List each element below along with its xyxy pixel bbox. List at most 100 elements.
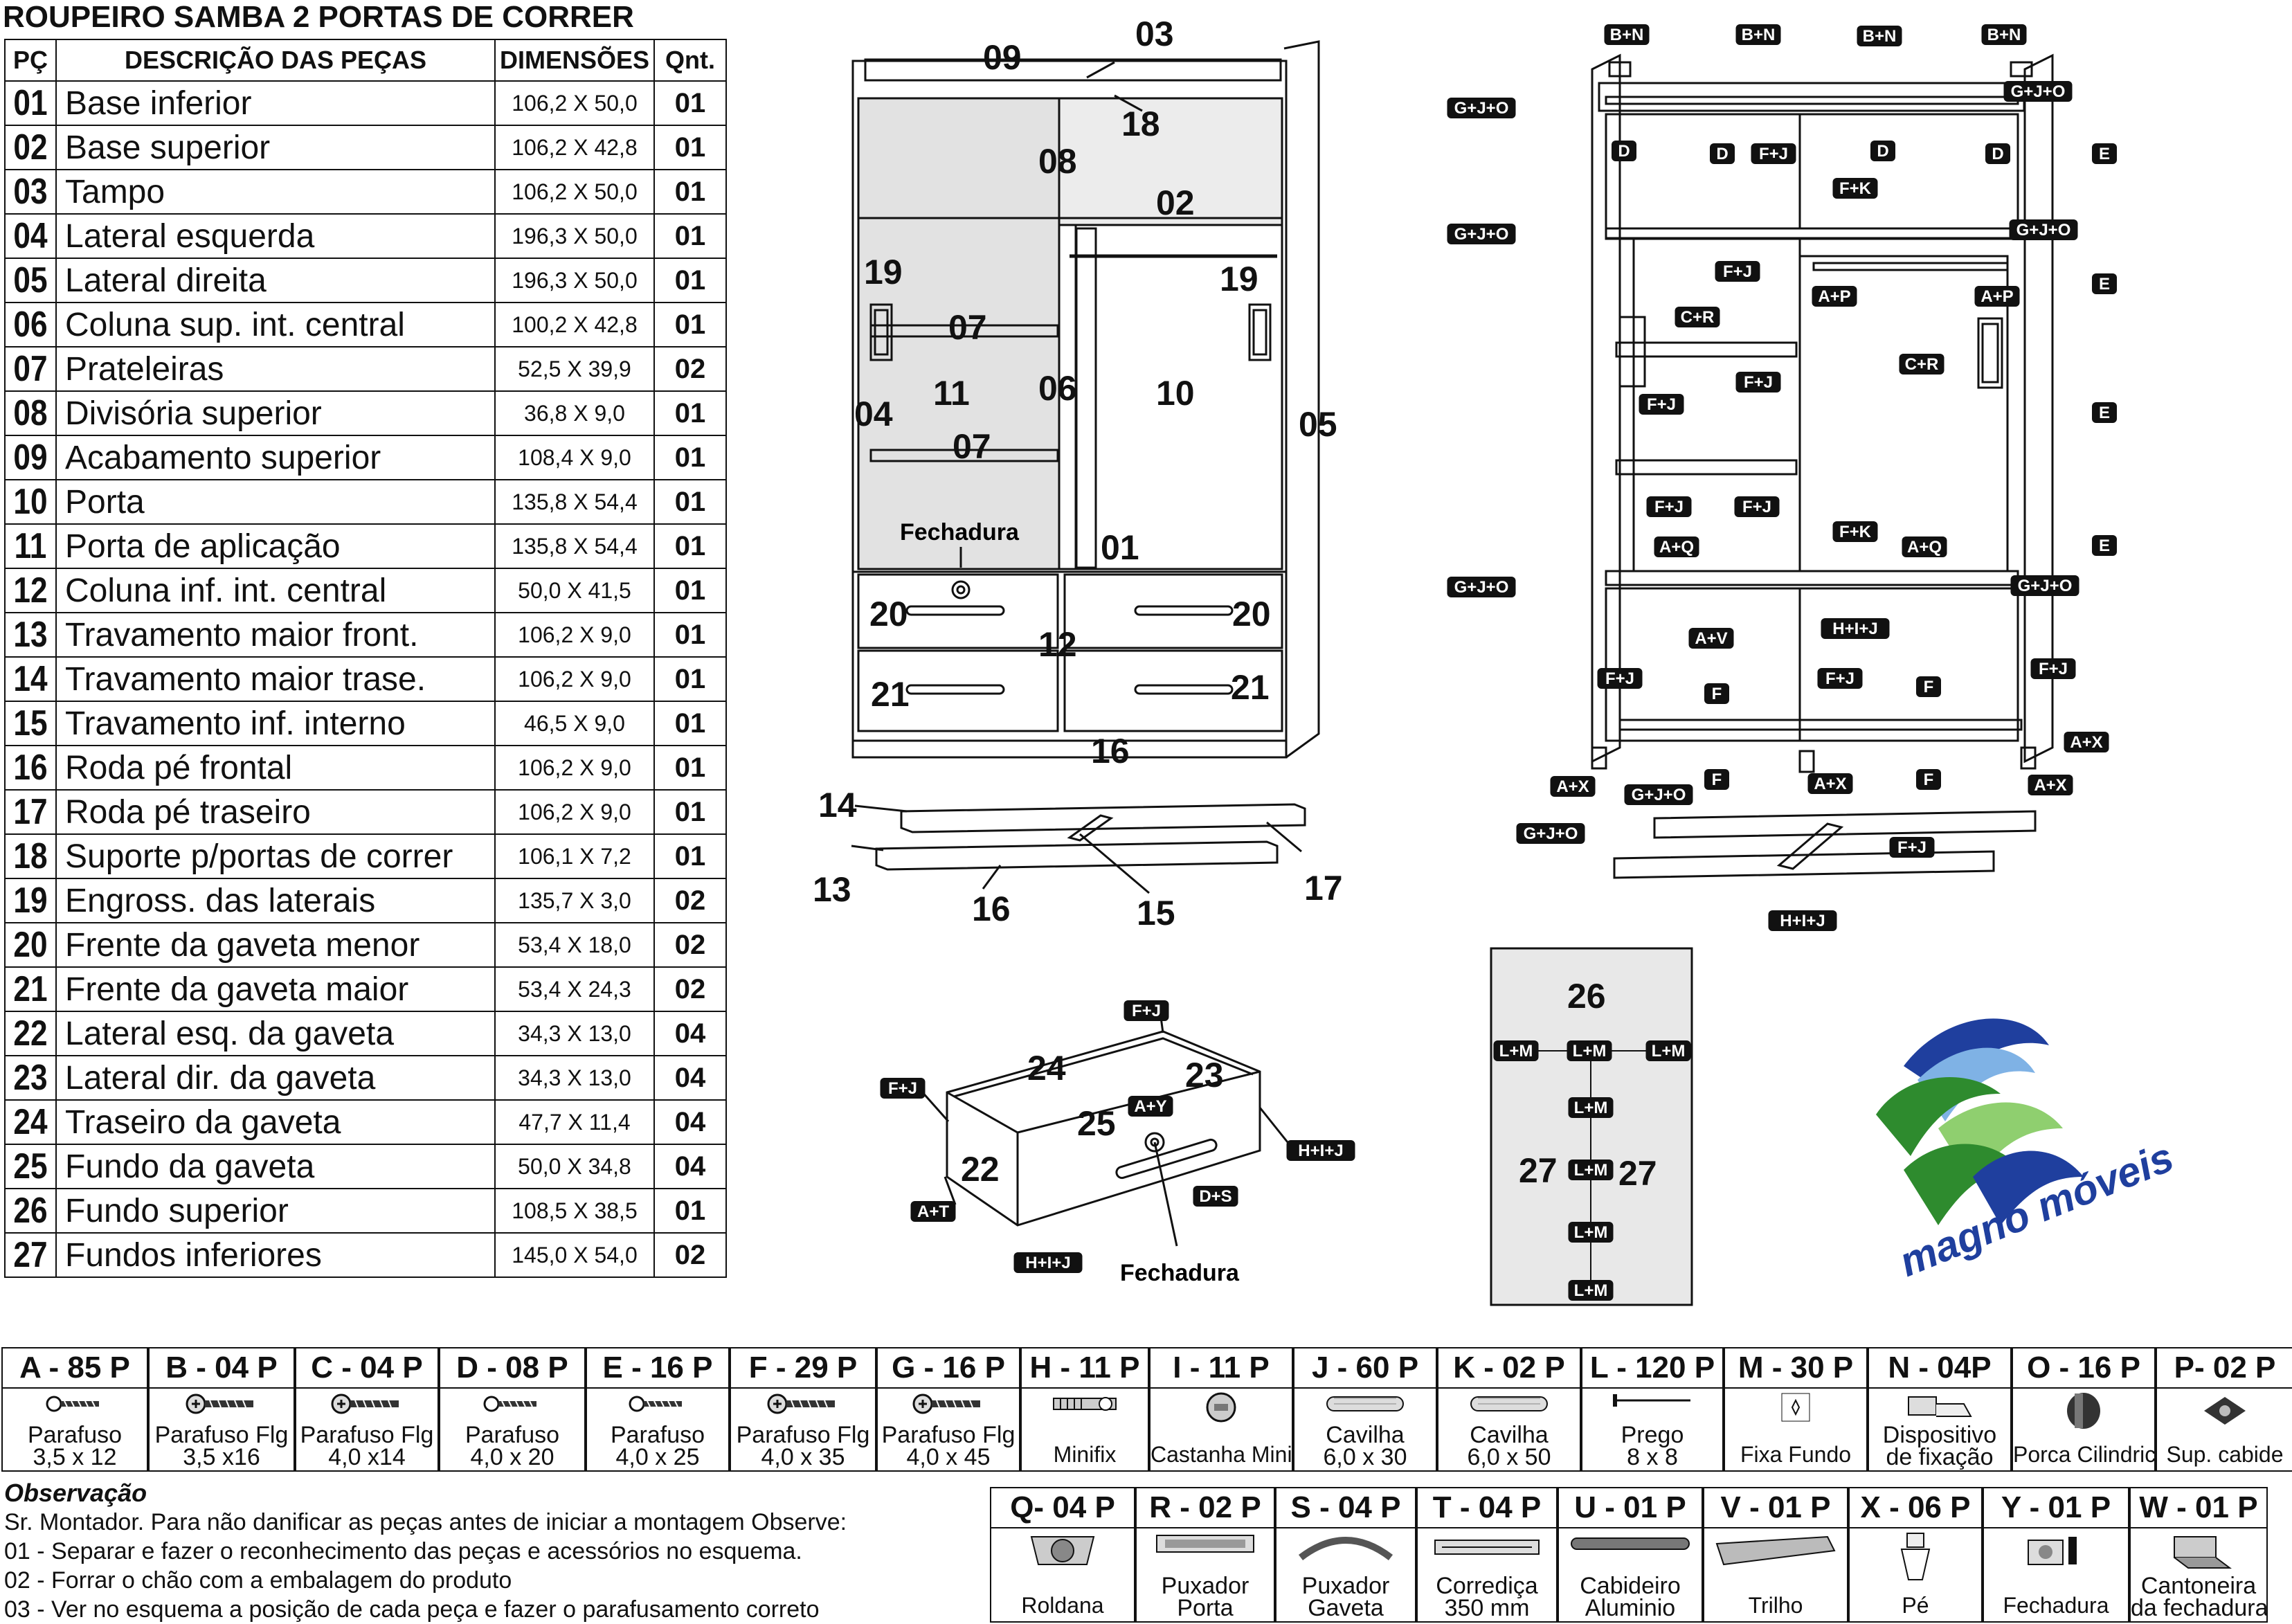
hardware-name: Fixa Fundo	[1740, 1442, 1852, 1467]
hardware-size: de fixação	[1886, 1444, 1994, 1470]
hardware-tag-text: H+I+J	[1780, 912, 1825, 930]
part-dimensions: 52,5 X 39,9	[494, 346, 655, 392]
hardware-code: O - 16 P	[2013, 1348, 2154, 1389]
part-description: Tampo	[55, 169, 496, 215]
hardware-tag: A+X	[2028, 775, 2073, 795]
lock-icon	[1984, 1530, 2128, 1571]
hardware-tag: B+N	[1981, 24, 2027, 45]
hardware-tag: F+J	[1639, 394, 1684, 415]
part-dimensions: 34,3 X 13,0	[494, 1055, 655, 1101]
hardware-name: Cavilha	[1326, 1422, 1405, 1448]
hardware-tag-badge	[1902, 536, 1947, 557]
hardware-tag-badge	[1916, 769, 1941, 790]
front-label-04: 04	[854, 395, 893, 433]
front-label-19-right: 19	[1220, 260, 1258, 298]
hardware-tag-text: L+M	[1573, 1042, 1607, 1061]
minifix-icon	[1022, 1390, 1148, 1432]
hardware-tag-text: B+N	[1610, 26, 1644, 44]
hardware-tag-badge	[1013, 1252, 1083, 1273]
part-description: Traseiro da gaveta	[55, 1099, 496, 1145]
hardware-tag-text: A+V	[1695, 629, 1727, 648]
part-number: 12	[8, 568, 53, 613]
part-number: 08	[8, 390, 53, 436]
hardware-tag: L+M	[1568, 1280, 1614, 1301]
hardware-name: Parafuso	[27, 1422, 123, 1448]
hardware-tag-text: D	[1618, 142, 1630, 161]
part-dimensions: 50,0 X 34,8	[494, 1144, 655, 1189]
hardware-name: Roldana	[1021, 1593, 1104, 1618]
hardware-size: 6,0 x 50	[1467, 1444, 1551, 1470]
hardware-tag-badge	[1675, 307, 1720, 327]
hardware-tag-badge	[1735, 372, 1781, 393]
lock-bracket-icon	[2131, 1530, 2266, 1571]
drawer-handle-icon	[1276, 1530, 1415, 1571]
hardware-tag-text: A+X	[1814, 775, 1846, 793]
hardware-tag: F+J	[1751, 143, 1796, 164]
part-dimensions: 106,2 X 9,0	[494, 789, 655, 835]
hardware-name: Fechadura	[2003, 1593, 2109, 1618]
hardware-tag-badge	[2010, 575, 2079, 596]
part-description: Travamento maior trase.	[55, 656, 496, 702]
part-description: Engross. das laterais	[55, 878, 496, 923]
part-description: Coluna sup. int. central	[55, 302, 496, 348]
base-label-16: 16	[972, 890, 1011, 928]
drawer-view-drawing	[919, 1011, 1289, 1247]
part-number: 21	[8, 966, 53, 1012]
front-label-02: 02	[1156, 183, 1195, 222]
part-number: 06	[8, 302, 53, 348]
hardware-tag: F	[1916, 676, 1941, 697]
hardware-tag-text: F+J	[1723, 262, 1752, 281]
door-handle-icon	[1137, 1530, 1274, 1571]
hardware-tag-badge	[1645, 1040, 1691, 1061]
hardware-size: 3,5 x16	[183, 1444, 260, 1470]
hardware-tag: F+J	[880, 1078, 926, 1099]
hardware-tag-badge	[1124, 1000, 1169, 1021]
hardware-tag: G+J+O	[2010, 575, 2079, 596]
observation-line-1: Sr. Montador. Para não danificar as peça…	[4, 1509, 847, 1535]
assembly-drawings: 09 03 18 08 02 19 19 07 11 06 10 04 05 0…	[813, 15, 2180, 1306]
hardware-name: Cavilha	[1470, 1422, 1549, 1448]
header-pc: PÇ	[4, 39, 57, 82]
part-description: Prateleiras	[55, 346, 496, 392]
hardware-tag-text: A+T	[917, 1202, 949, 1221]
hardware-tag-text: B+N	[1742, 26, 1776, 44]
hardware-tag: F+J	[1715, 261, 1760, 282]
hardware-tag-text: G+J+O	[2011, 82, 2066, 101]
hardware-tag-text: F+J	[1759, 145, 1788, 163]
hardware-code: N - 04P	[1869, 1348, 2010, 1389]
part-number: 07	[8, 346, 53, 392]
front-label-16: 16	[1091, 732, 1130, 770]
hardware-tag-badge	[1704, 683, 1729, 704]
part-dimensions: 145,0 X 54,0	[494, 1232, 655, 1278]
hardware-name: Dispositivo	[1882, 1422, 1997, 1448]
part-dimensions: 47,7 X 11,4	[494, 1099, 655, 1145]
hardware-tag: E	[2092, 143, 2117, 164]
part-description: Lateral esq. da gaveta	[55, 1011, 496, 1056]
hardware-tag-badge	[1286, 1140, 1355, 1161]
hardware-tag-badge	[1715, 261, 1760, 282]
hardware-tag-badge	[2092, 402, 2117, 423]
hardware-tag: F+K	[1832, 521, 1878, 542]
hardware-tag: A+P	[1974, 286, 2020, 307]
hardware-tag-badge	[2092, 535, 2117, 556]
part-number: 25	[8, 1144, 53, 1189]
hardware-tag-badge	[1768, 910, 1837, 931]
hardware-tag: G+J+O	[1516, 823, 1585, 844]
part-description: Roda pé traseiro	[55, 789, 496, 835]
hardware-code: J - 60 P	[1294, 1348, 1436, 1389]
hanger-support-icon	[2157, 1390, 2292, 1432]
hardware-tag-text: F+J	[1647, 395, 1676, 414]
hardware-tag-badge	[1568, 1097, 1614, 1118]
hardware-size: 4,0 x 20	[470, 1444, 554, 1470]
